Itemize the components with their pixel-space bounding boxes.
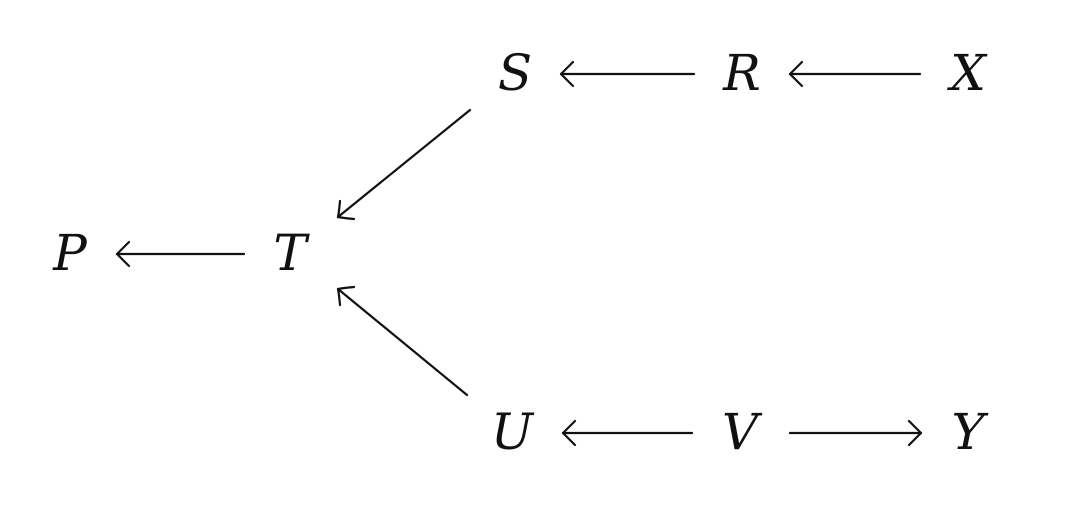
- arrow-t-to-p: [115, 240, 246, 268]
- node-x: X: [946, 44, 988, 102]
- arrow-u-to-t: [336, 285, 469, 397]
- arrow-s-to-t: [336, 108, 472, 221]
- node-u: U: [491, 403, 535, 461]
- arrow-v-to-u: [561, 419, 694, 447]
- node-t: T: [273, 224, 310, 282]
- node-s: S: [498, 44, 532, 102]
- node-r: R: [722, 44, 761, 102]
- node-y: Y: [951, 403, 988, 461]
- node-v: V: [722, 403, 763, 461]
- arrow-x-to-r: [788, 60, 922, 88]
- arrow-r-to-s: [559, 60, 696, 88]
- arrow-v-to-y: [788, 419, 923, 447]
- node-p: P: [52, 224, 88, 282]
